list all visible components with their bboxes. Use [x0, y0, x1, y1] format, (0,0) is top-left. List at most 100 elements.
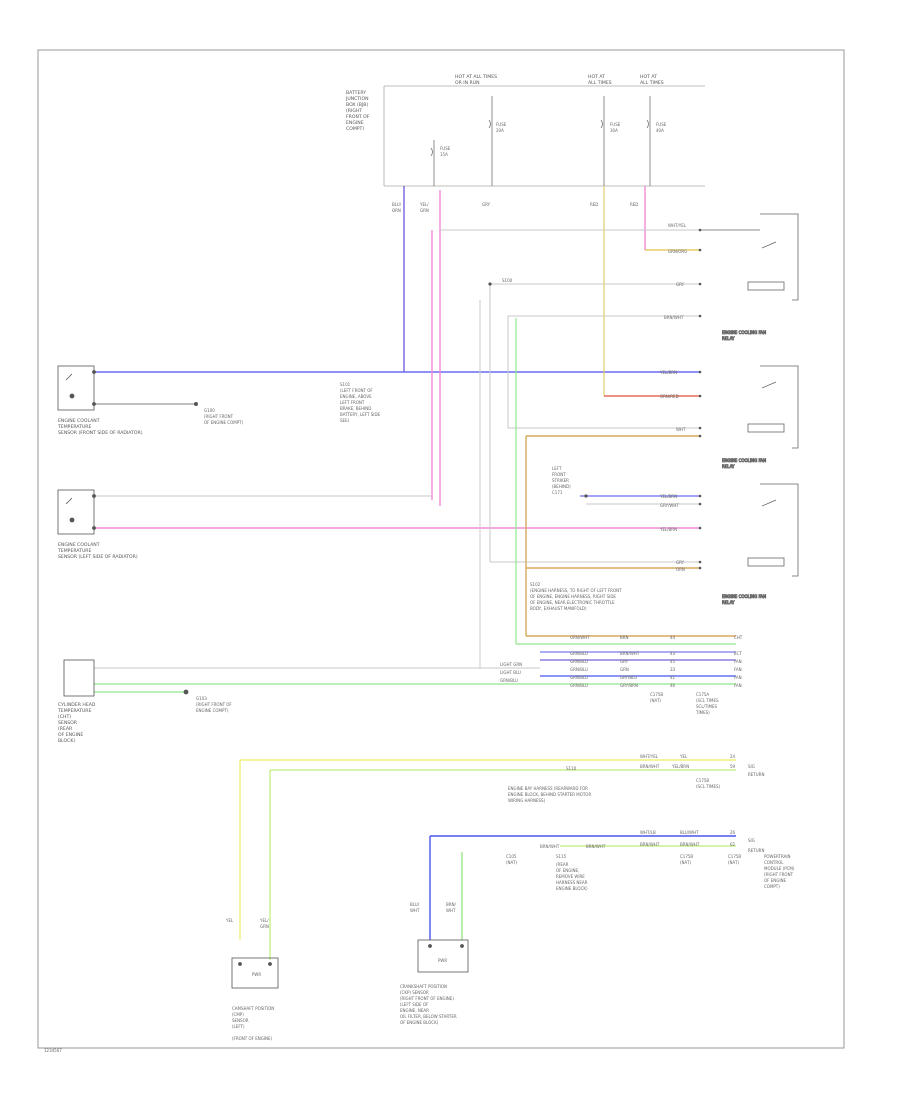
- svg-text:C175B: C175B: [650, 692, 663, 697]
- left-connector-labels: CYLINDER HEAD TEMPERATURE (CHT) SENSOR (…: [57, 696, 232, 744]
- svg-text:LEFT: LEFT: [552, 466, 562, 471]
- svg-text:C175B: C175B: [696, 778, 709, 783]
- svg-text:OF ENGINE BLOCK): OF ENGINE BLOCK): [400, 1020, 439, 1025]
- svg-text:COMPT): COMPT): [346, 126, 364, 132]
- svg-text:BRN/WHT: BRN/WHT: [640, 764, 660, 769]
- svg-text:BRN/WHT: BRN/WHT: [540, 844, 560, 849]
- svg-text:YEL/BRN: YEL/BRN: [659, 527, 677, 532]
- svg-text:G103: G103: [196, 696, 207, 701]
- svg-text:S110: S110: [566, 766, 577, 771]
- svg-text:YEL/: YEL/: [419, 202, 429, 207]
- svg-text:YEL/: YEL/: [259, 918, 269, 923]
- lower-right-labels: WHT/YEL YEL 24 SIG BRN/WHT YEL/BRN 59 RE…: [506, 754, 795, 891]
- svg-text:(REAR: (REAR: [58, 726, 73, 732]
- sensor-camshaft-labels: YEL YEL/ GRN PWR CAMSHAFT POSITION (CMP)…: [225, 918, 274, 1041]
- svg-text:WHT/YEL: WHT/YEL: [668, 223, 687, 228]
- svg-text:PWR: PWR: [438, 958, 447, 963]
- svg-text:GRN/BLU: GRN/BLU: [500, 678, 518, 683]
- svg-text:HARNESS NEAR: HARNESS NEAR: [556, 880, 588, 885]
- wire-color-tags: WHT/YEL GRN/ORG GRY BRN/WHT YEL/BRN ORN/…: [659, 223, 687, 572]
- svg-text:GRY/WHT: GRY/WHT: [660, 503, 679, 508]
- svg-text:BLU/WHT: BLU/WHT: [680, 830, 699, 835]
- svg-text:OF ENGINE: OF ENGINE: [764, 878, 787, 883]
- svg-text:ENGINE BAY HARNESS (REARWARD F: ENGINE BAY HARNESS (REARWARD FOR: [508, 786, 588, 791]
- svg-text:BRN/WHT: BRN/WHT: [586, 844, 606, 849]
- svg-text:ORN/RED: ORN/RED: [660, 394, 679, 399]
- relay-lower: ENGINE COOLING FAN RELAY: [722, 483, 799, 605]
- svg-text:RELAY: RELAY: [722, 464, 735, 469]
- svg-text:(BEHIND): (BEHIND): [552, 484, 571, 489]
- svg-text:FUSE: FUSE: [496, 122, 507, 127]
- svg-text:24: 24: [730, 754, 736, 759]
- svg-text:GRN/BLU: GRN/BLU: [570, 683, 588, 688]
- svg-text:(SCL TIMES): (SCL TIMES): [696, 784, 721, 789]
- svg-text:HOT AT ALL TIMES: HOT AT ALL TIMES: [455, 74, 497, 80]
- svg-text:ENGINE, ABOVE: ENGINE, ABOVE: [340, 394, 372, 399]
- sensor-left-lower-labels: ENGINE COOLANT TEMPERATURE SENSOR (LEFT …: [57, 542, 138, 560]
- svg-text:WIRING HARNESS): WIRING HARNESS): [508, 798, 546, 803]
- wire-violet-main: [94, 186, 700, 373]
- relay-upper: ENGINE COOLING FAN RELAY: [700, 213, 799, 341]
- sensor-camshaft: [231, 957, 279, 989]
- svg-text:(NAT): (NAT): [506, 860, 517, 865]
- svg-text:(LEFT): (LEFT): [232, 1024, 245, 1029]
- svg-text:S100: S100: [502, 278, 513, 283]
- svg-text:(REAR: (REAR: [556, 862, 569, 867]
- fuse-box: [383, 85, 705, 187]
- svg-text:41: 41: [670, 675, 676, 680]
- svg-text:20A: 20A: [496, 128, 504, 133]
- sensor-left-upper-labels: ENGINE COOLANT TEMPERATURE SENSOR (FRONT…: [57, 402, 244, 436]
- svg-text:JUNCTION: JUNCTION: [345, 96, 369, 102]
- svg-text:ORN/WHT: ORN/WHT: [570, 635, 590, 640]
- svg-text:OF ENGINE, ENGINE HARNESS, RIG: OF ENGINE, ENGINE HARNESS, RIGHT SIDE: [530, 594, 616, 599]
- svg-text:BLOCK): BLOCK): [58, 738, 75, 744]
- svg-text:COMPT): COMPT): [764, 884, 780, 889]
- svg-text:YEL: YEL: [225, 918, 234, 923]
- svg-text:OR IN RUN: OR IN RUN: [455, 80, 480, 86]
- svg-text:BOX (BJB): BOX (BJB): [346, 102, 368, 108]
- wire-gray: [94, 229, 700, 669]
- sensor-crankshaft-labels: BLU/ WHT BRN/ WHT PWR CRANKSHAFT POSITIO…: [400, 902, 457, 1025]
- svg-text:44: 44: [670, 635, 676, 640]
- svg-text:BRN/WHT: BRN/WHT: [640, 842, 660, 847]
- svg-text:WHT/YEL: WHT/YEL: [640, 754, 659, 759]
- svg-text:ENGINE COOLING FAN: ENGINE COOLING FAN: [722, 330, 766, 335]
- svg-text:40A: 40A: [656, 128, 664, 133]
- svg-text:FAN: FAN: [734, 667, 742, 672]
- svg-text:OF ENGINE,: OF ENGINE,: [556, 868, 579, 873]
- svg-text:GRN/BLU: GRN/BLU: [570, 675, 588, 680]
- svg-text:C105: C105: [506, 854, 517, 859]
- svg-text:CRANKSHAFT POSITION: CRANKSHAFT POSITION: [400, 984, 447, 989]
- svg-text:FRONT: FRONT: [552, 472, 566, 477]
- svg-text:C175B: C175B: [680, 854, 693, 859]
- svg-text:BATTERY, LEFT SIDE: BATTERY, LEFT SIDE: [340, 412, 381, 417]
- svg-text:FUSE: FUSE: [656, 122, 667, 127]
- svg-text:(RIGHT FRONT OF ENGINE): (RIGHT FRONT OF ENGINE): [400, 996, 454, 1001]
- svg-text:GRY/BRN: GRY/BRN: [620, 683, 638, 688]
- svg-text:FAN: FAN: [734, 683, 742, 688]
- svg-text:BRN: BRN: [620, 635, 629, 640]
- svg-text:BRN/WHT: BRN/WHT: [680, 842, 700, 847]
- svg-text:ENGINE COOLANT: ENGINE COOLANT: [58, 542, 100, 548]
- relay-middle: ENGINE COOLING FAN RELAY: [722, 365, 799, 469]
- svg-text:TEMPERATURE: TEMPERATURE: [57, 548, 91, 554]
- svg-text:BODY, EXHAUST MANIFOLD): BODY, EXHAUST MANIFOLD): [530, 606, 587, 611]
- svg-text:ENGINE COMPT): ENGINE COMPT): [196, 708, 229, 713]
- svg-text:GRY: GRY: [676, 282, 685, 287]
- svg-text:ALL TIMES: ALL TIMES: [640, 80, 664, 86]
- wire-orange: [525, 435, 736, 637]
- svg-text:RELAY: RELAY: [722, 336, 735, 341]
- pcm-rows: ORN/WHT BRN 44 CHT GRN/BLU BRN/WHT 43 EC…: [500, 635, 743, 715]
- svg-text:33: 33: [670, 667, 676, 672]
- svg-text:RED: RED: [630, 202, 638, 207]
- svg-text:LIGHT BLU: LIGHT BLU: [500, 670, 521, 675]
- svg-text:ENGINE BLOCK, BEHIND STARTER M: ENGINE BLOCK, BEHIND STARTER MOTOR: [508, 792, 591, 797]
- svg-text:ECT: ECT: [734, 651, 742, 656]
- svg-text:ALL TIMES: ALL TIMES: [588, 80, 612, 86]
- svg-text:30A: 30A: [610, 128, 618, 133]
- svg-text:OF ENGINE: OF ENGINE: [58, 732, 83, 738]
- svg-text:GRN/BLU: GRN/BLU: [570, 667, 588, 672]
- svg-text:GRN: GRN: [420, 208, 429, 213]
- left-connector-block: [63, 659, 189, 697]
- svg-text:46: 46: [670, 683, 676, 688]
